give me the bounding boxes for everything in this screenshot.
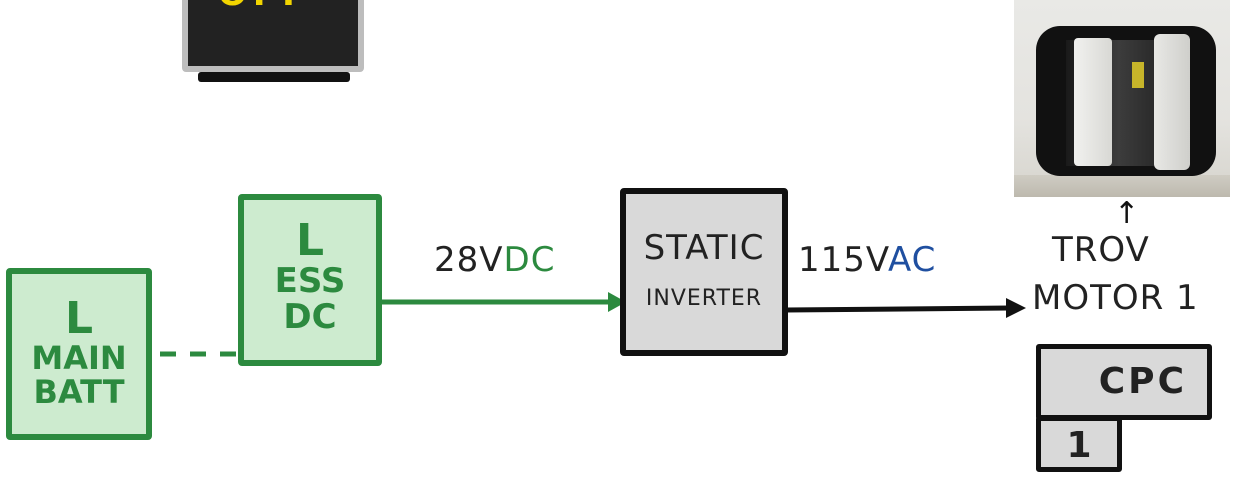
- ac-voltage-number: 115V: [798, 240, 888, 280]
- photo-shelf: [1014, 175, 1230, 197]
- trov-arrow-up: ↑: [1114, 196, 1140, 231]
- ess-dc-dc: DC: [283, 296, 337, 337]
- monitor-display: OFF: [182, 0, 364, 72]
- ac-voltage-label: 115VAC: [798, 240, 936, 280]
- inverter-static-text: STATIC: [643, 228, 765, 268]
- trov-photo: [1014, 0, 1230, 197]
- trov-label-line2: MOTOR 1: [1032, 278, 1199, 318]
- ess-dc-ess: ESS: [274, 261, 346, 302]
- inverter-inverter-text: INVERTER: [645, 286, 763, 311]
- main-batt-box: L MAIN BATT: [6, 268, 152, 440]
- cpc-number: 1: [1066, 425, 1092, 466]
- trov-label-line1: TROV: [1052, 230, 1150, 270]
- static-inverter-box: STATIC INVERTER: [620, 188, 788, 356]
- photo-yellow-part: [1132, 62, 1144, 88]
- monitor-text: OFF: [218, 0, 311, 14]
- ac-arrowhead: [1006, 298, 1026, 318]
- photo-door-left: [1074, 38, 1112, 166]
- ac-link-line: [785, 305, 1011, 313]
- cpc-box: CPC: [1036, 344, 1212, 420]
- dc-arrowhead: [608, 292, 626, 312]
- main-batt-batt: BATT: [33, 372, 125, 411]
- photo-door-right: [1154, 34, 1190, 170]
- ess-dc-box: L ESS DC: [238, 194, 382, 366]
- cpc-number-box: 1: [1036, 416, 1122, 472]
- cpc-label: CPC: [1098, 361, 1187, 402]
- ess-dc-l: L: [295, 215, 325, 266]
- main-batt-main: MAIN: [31, 339, 127, 378]
- ac-voltage-unit: AC: [887, 240, 937, 280]
- main-batt-l: L: [64, 293, 94, 344]
- monitor-stand: [198, 72, 350, 82]
- dc-voltage-label: 28VDC: [434, 240, 555, 280]
- dc-voltage-unit: DC: [503, 240, 556, 280]
- dc-voltage-number: 28V: [434, 240, 504, 280]
